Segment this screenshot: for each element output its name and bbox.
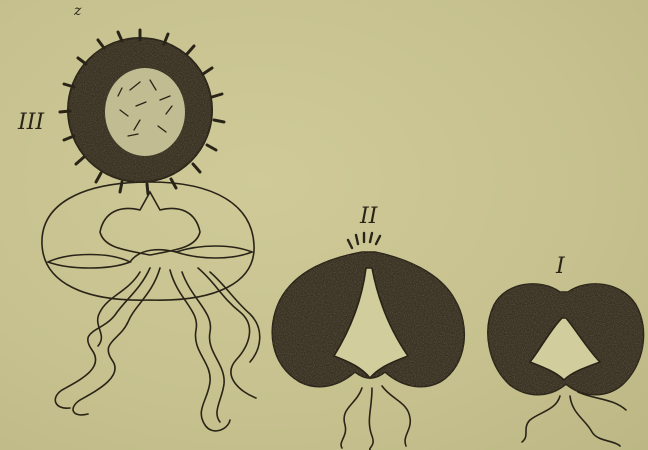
figure-II-tip (348, 233, 380, 248)
figure-III-tube-1 (55, 268, 150, 408)
figure-III-septum (48, 255, 130, 269)
figure-II-label: II (360, 206, 377, 228)
figure-II-tubes (341, 386, 410, 450)
figure-I-label: I (556, 256, 565, 278)
figure-III-tube-2 (170, 270, 230, 431)
figure-III-vesicle (42, 182, 254, 300)
figure-III-z-label: z (74, 4, 81, 18)
figure-I-tubes (522, 392, 626, 446)
figure-I (488, 284, 644, 446)
figure-III-label: III (18, 112, 44, 134)
figure-II (272, 233, 464, 450)
figure-III (42, 30, 260, 431)
figure-III-inner-outline (100, 192, 200, 255)
